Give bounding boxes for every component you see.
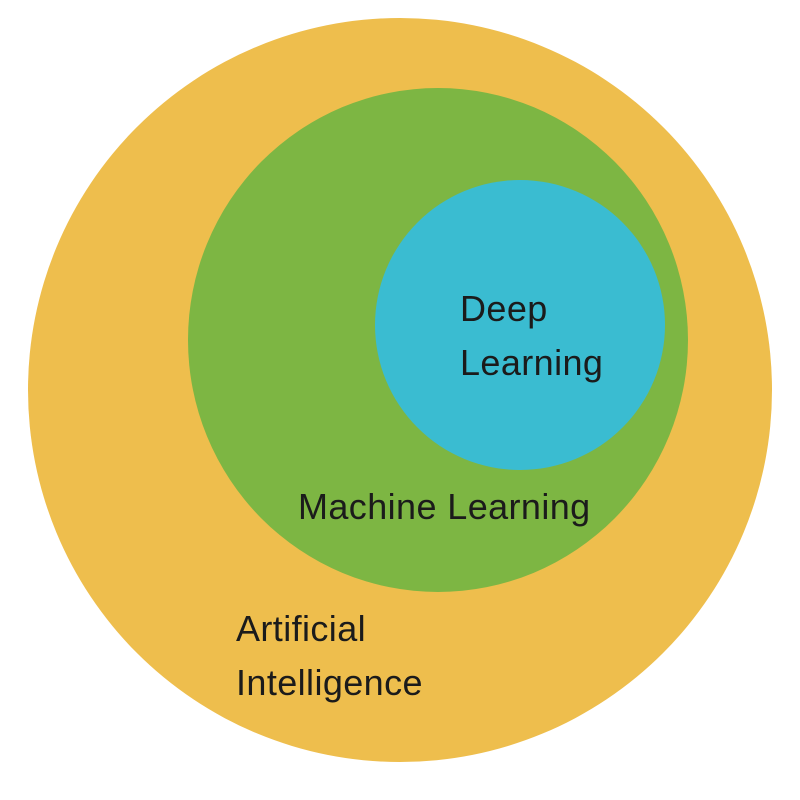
deep-learning-label-line1: Deep xyxy=(460,288,548,329)
machine-learning-label: Machine Learning xyxy=(298,480,591,534)
artificial-intelligence-label-line1: Artificial xyxy=(236,608,367,649)
deep-learning-label: Deep Learning xyxy=(460,282,603,390)
artificial-intelligence-label: Artificial Intelligence xyxy=(236,602,423,710)
machine-learning-label-line1: Machine Learning xyxy=(298,486,591,527)
artificial-intelligence-label-line2: Intelligence xyxy=(236,662,423,703)
deep-learning-label-line2: Learning xyxy=(460,342,604,383)
deep-learning-circle xyxy=(375,180,665,470)
